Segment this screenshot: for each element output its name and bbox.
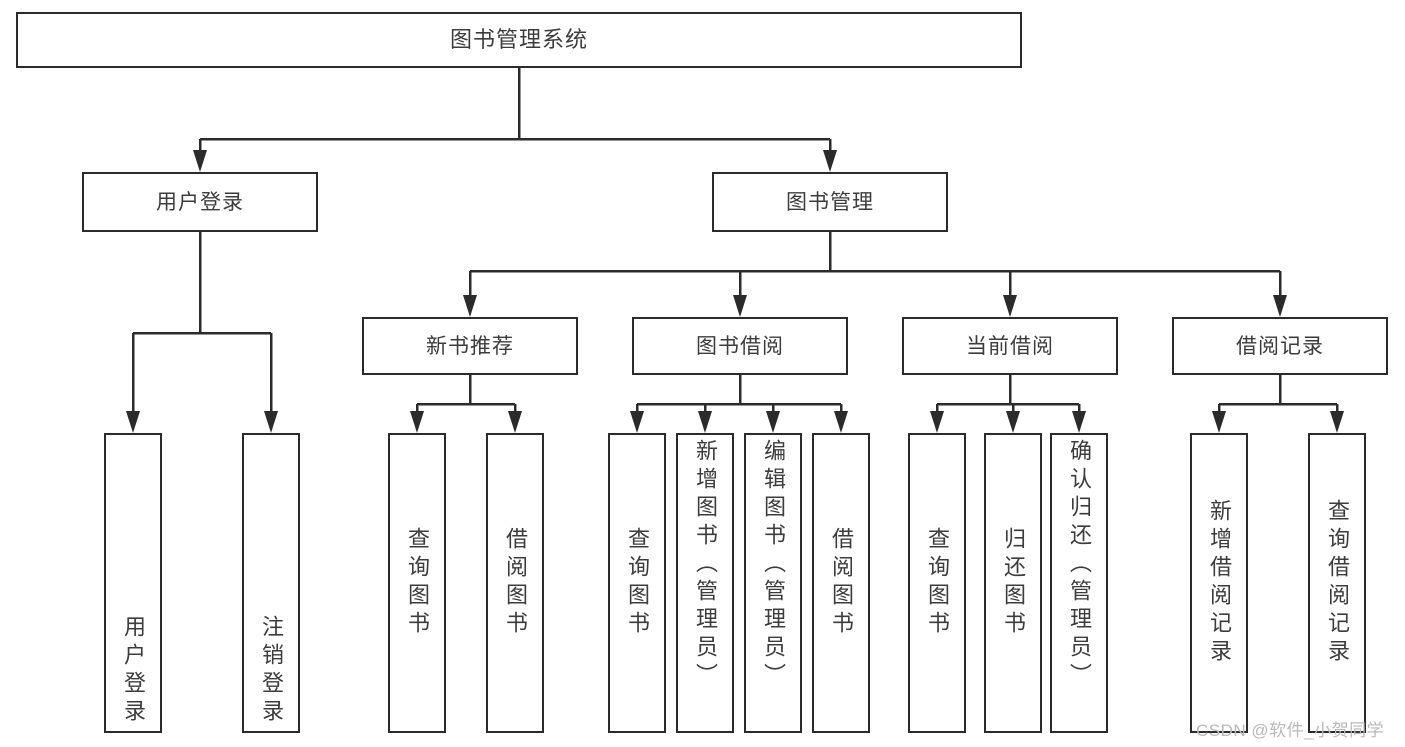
node-leaf-borrow-book-1: 借阅图书 bbox=[486, 433, 544, 733]
arrow-icon-leaf-user-login bbox=[126, 411, 140, 433]
node-label-book-borrow: 图书借阅 bbox=[696, 334, 784, 358]
arrow-icon-leaf-query-book-1 bbox=[410, 411, 424, 433]
arrow-icon-book-mgmt bbox=[823, 150, 837, 172]
node-leaf-query-book-1: 查询图书 bbox=[388, 433, 446, 733]
node-leaf-query-book-3: 查询图书 bbox=[908, 433, 966, 733]
node-leaf-return-book: 归还图书 bbox=[984, 433, 1042, 733]
node-leaf-query-record: 查询借阅记录 bbox=[1308, 433, 1366, 733]
node-current-borrow: 当前借阅 bbox=[902, 317, 1118, 375]
node-label-leaf-query-book-1: 查询图书 bbox=[405, 527, 430, 639]
node-label-leaf-user-logout: 注销登录 bbox=[259, 615, 284, 727]
arrow-icon-leaf-borrow-book-2 bbox=[834, 411, 848, 433]
node-label-leaf-confirm-return: 确认归还（管理员） bbox=[1067, 439, 1092, 691]
node-label-user-login: 用户登录 bbox=[156, 190, 244, 214]
arrow-icon-leaf-edit-book bbox=[766, 411, 780, 433]
node-label-leaf-add-book: 新增图书（管理员） bbox=[693, 439, 718, 691]
arrow-icon-new-book-rec bbox=[463, 295, 477, 317]
node-leaf-add-book: 新增图书（管理员） bbox=[676, 433, 734, 733]
node-label-root: 图书管理系统 bbox=[449, 27, 588, 52]
node-label-leaf-query-book-3: 查询图书 bbox=[925, 527, 950, 639]
arrow-icon-leaf-confirm-return bbox=[1072, 411, 1086, 433]
node-leaf-edit-book: 编辑图书（管理员） bbox=[744, 433, 802, 733]
arrow-icon-borrow-record bbox=[1273, 295, 1287, 317]
node-label-leaf-edit-book: 编辑图书（管理员） bbox=[761, 439, 786, 691]
node-user-login: 用户登录 bbox=[82, 172, 318, 232]
node-label-leaf-return-book: 归还图书 bbox=[1001, 527, 1026, 639]
arrow-icon-leaf-query-record bbox=[1330, 411, 1344, 433]
node-leaf-confirm-return: 确认归还（管理员） bbox=[1050, 433, 1108, 733]
arrow-icon-user-login bbox=[193, 150, 207, 172]
node-label-leaf-borrow-book-1: 借阅图书 bbox=[503, 527, 528, 639]
arrow-icon-leaf-borrow-book-1 bbox=[508, 411, 522, 433]
node-label-leaf-user-login: 用户登录 bbox=[121, 615, 146, 727]
arrow-icon-book-borrow bbox=[733, 295, 747, 317]
node-label-book-mgmt: 图书管理 bbox=[786, 190, 874, 214]
arrow-icon-leaf-query-book-3 bbox=[930, 411, 944, 433]
node-label-new-book-rec: 新书推荐 bbox=[426, 334, 514, 358]
node-book-mgmt: 图书管理 bbox=[712, 172, 948, 232]
arrow-icon-leaf-add-record bbox=[1212, 411, 1226, 433]
arrow-icon-leaf-user-logout bbox=[264, 411, 278, 433]
node-label-borrow-record: 借阅记录 bbox=[1236, 334, 1324, 358]
arrow-icon-leaf-query-book-2 bbox=[630, 411, 644, 433]
node-label-current-borrow: 当前借阅 bbox=[966, 334, 1054, 358]
node-label-leaf-borrow-book-2: 借阅图书 bbox=[829, 527, 854, 639]
arrow-icon-leaf-return-book bbox=[1006, 411, 1020, 433]
node-leaf-add-record: 新增借阅记录 bbox=[1190, 433, 1248, 733]
node-leaf-borrow-book-2: 借阅图书 bbox=[812, 433, 870, 733]
node-label-leaf-query-record: 查询借阅记录 bbox=[1325, 499, 1350, 667]
node-new-book-rec: 新书推荐 bbox=[362, 317, 578, 375]
node-label-leaf-add-record: 新增借阅记录 bbox=[1207, 499, 1232, 667]
arrow-icon-leaf-add-book bbox=[698, 411, 712, 433]
node-leaf-user-login: 用户登录 bbox=[104, 433, 162, 733]
arrow-icon-current-borrow bbox=[1003, 295, 1017, 317]
node-borrow-record: 借阅记录 bbox=[1172, 317, 1388, 375]
node-book-borrow: 图书借阅 bbox=[632, 317, 848, 375]
node-root: 图书管理系统 bbox=[16, 12, 1022, 68]
node-leaf-user-logout: 注销登录 bbox=[242, 433, 300, 733]
node-label-leaf-query-book-2: 查询图书 bbox=[625, 527, 650, 639]
node-leaf-query-book-2: 查询图书 bbox=[608, 433, 666, 733]
watermark: CSDN @软件_小贺同学 bbox=[1196, 721, 1385, 740]
